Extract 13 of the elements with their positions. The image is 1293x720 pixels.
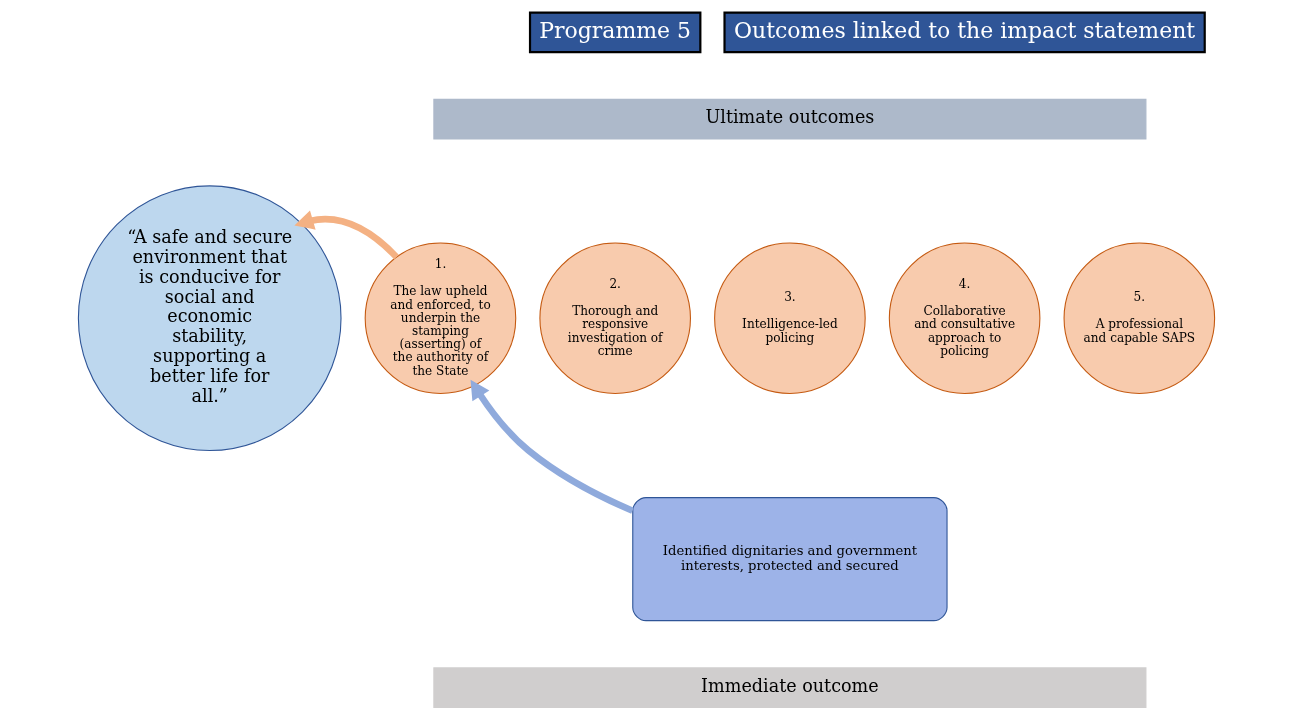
node-circle: 5. A professional and capable SAPS [1063, 242, 1216, 395]
node-circle: 4. Collaborative and consultative approach to policing [888, 242, 1041, 395]
node-circle: 2. Thorough and responsive investigation of crime [539, 242, 691, 395]
node-circle: “A safe and secure environment that is conducive for social and economic stability, supporting a better life for all.” [77, 185, 342, 452]
node-box: Ultimate outcomes [433, 98, 1147, 140]
node-box: Immediate outcome [433, 667, 1147, 708]
arrow [294, 210, 399, 260]
node-circle: 1. The law upheld and enforced, to underpin the stamping (asserting) of the authority of the State [364, 242, 517, 395]
arrow [470, 379, 634, 514]
node-circle: 3. Intelligence-led policing [714, 242, 866, 395]
node-box: Identified dignitaries and government interests, protected and secured [632, 497, 948, 622]
node-box: Programme 5 [528, 11, 702, 54]
node-box: Outcomes linked to the impact statement [723, 11, 1206, 54]
